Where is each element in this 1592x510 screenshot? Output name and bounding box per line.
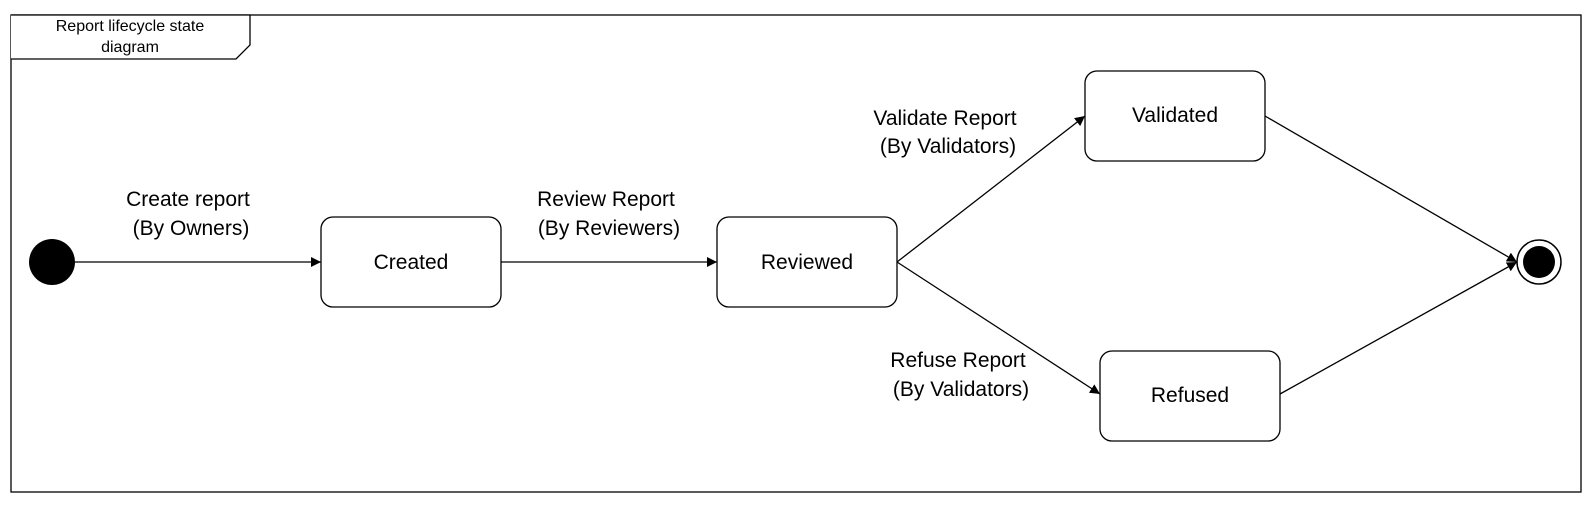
frame-title-line1: Report lifecycle state — [56, 18, 205, 35]
state-validated[interactable]: Validated — [1084, 70, 1266, 162]
transition-create-label-line2: (By Owners) — [133, 217, 250, 240]
state-reviewed-label: Reviewed — [761, 251, 853, 274]
transition-review-label-line2: (By Reviewers) — [538, 217, 680, 240]
transition-refuse-label-line2: (By Validators) — [893, 378, 1029, 401]
transition-create-label-line1: Create report — [126, 188, 250, 211]
state-refused-label: Refused — [1151, 384, 1229, 407]
transition-validated-to-final[interactable] — [1264, 115, 1518, 263]
diagram-frame — [10, 14, 1582, 493]
transition-validate-label-line1: Validate Report — [873, 107, 1016, 130]
transition-review-label-line1: Review Report — [537, 188, 675, 211]
state-validated-label: Validated — [1132, 104, 1218, 127]
transition-refused-to-final[interactable] — [1279, 261, 1518, 395]
transition-validate-label-line2: (By Validators) — [880, 135, 1016, 158]
state-reviewed[interactable]: Reviewed — [716, 216, 898, 308]
transition-refuse-label-line1: Refuse Report — [890, 349, 1026, 372]
transition-reviewed-to-validated[interactable] — [896, 115, 1086, 263]
state-refused[interactable]: Refused — [1099, 350, 1281, 442]
frame-title-tab — [11, 14, 251, 60]
frame-title-line2: diagram — [101, 39, 159, 56]
state-created[interactable]: Created — [320, 216, 502, 308]
transition-reviewed-to-refused[interactable] — [896, 261, 1101, 395]
state-created-label: Created — [374, 251, 449, 274]
final-node-inner — [1523, 246, 1555, 278]
initial-node[interactable] — [29, 239, 75, 285]
